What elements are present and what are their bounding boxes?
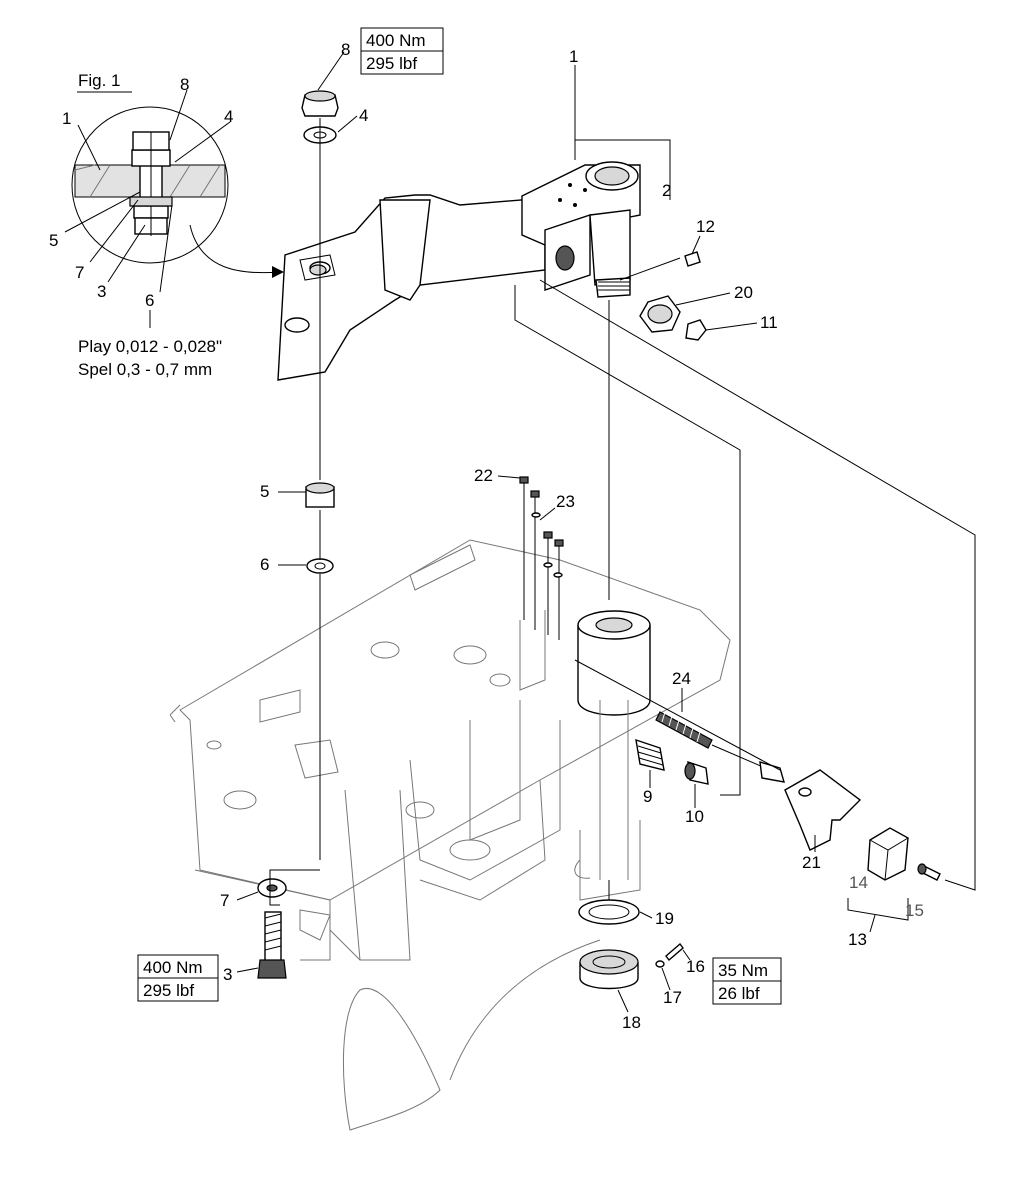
callout-13: 13	[848, 930, 867, 949]
torque-br-nm: 35 Nm	[718, 961, 768, 980]
callout-numbers: 8 4 1 5 7 3 6 8 4 1 2 12 20 11 5 6 22 23…	[49, 40, 924, 1032]
callout-detail-6: 6	[145, 291, 154, 310]
callout-12: 12	[696, 217, 715, 236]
callout-24: 24	[672, 669, 691, 688]
callout-14: 14	[849, 873, 868, 892]
fitting-parts	[639, 251, 707, 341]
callout-detail-8: 8	[180, 75, 189, 94]
clip-bracket	[784, 769, 862, 851]
callout-2: 2	[662, 181, 671, 200]
torque-bl-nm: 400 Nm	[143, 958, 203, 977]
spring-assembly	[635, 711, 785, 785]
callout-19: 19	[655, 909, 674, 928]
callout-6: 6	[260, 555, 269, 574]
sensor-block	[867, 827, 941, 881]
torque-spec-bottom-left: 400 Nm 295 lbf	[137, 954, 219, 1002]
callout-1: 1	[569, 47, 578, 66]
torque-bl-lbf: 295 lbf	[143, 981, 194, 1000]
pivot-bracket-assembly	[277, 161, 641, 381]
callout-20: 20	[734, 283, 753, 302]
callout-4: 4	[359, 106, 368, 125]
detail-view-fig1	[71, 106, 229, 264]
callout-15: 15	[905, 901, 924, 920]
play-imperial: Play 0,012 - 0,028"	[78, 337, 222, 356]
callout-16: 16	[686, 957, 705, 976]
callout-10: 10	[685, 807, 704, 826]
callout-detail-7: 7	[75, 263, 84, 282]
pivot-column	[577, 610, 651, 880]
torque-top-nm: 400 Nm	[366, 31, 426, 50]
figure-text: Fig. 1 Play 0,012 - 0,028" Spel 0,3 - 0,…	[78, 71, 222, 379]
callout-22: 22	[474, 466, 493, 485]
callout-8: 8	[341, 40, 350, 59]
torque-spec-bottom-right: 35 Nm 26 lbf	[712, 957, 782, 1005]
callout-7: 7	[220, 891, 229, 910]
callout-detail-5: 5	[49, 231, 58, 250]
play-metric: Spel 0,3 - 0,7 mm	[78, 360, 212, 379]
callout-18: 18	[622, 1013, 641, 1032]
torque-spec-top: 400 Nm 295 lbf	[360, 27, 444, 75]
torque-top-lbf: 295 lbf	[366, 54, 417, 73]
callout-21: 21	[802, 853, 821, 872]
callout-detail-1: 1	[62, 109, 71, 128]
callout-9: 9	[643, 787, 652, 806]
machine-frame	[169, 539, 731, 1131]
lower-bearing-parts	[578, 899, 684, 990]
callout-3: 3	[223, 965, 232, 984]
callout-17: 17	[663, 988, 682, 1007]
fig-label: Fig. 1	[78, 71, 121, 90]
lower-pin-parts	[257, 482, 335, 979]
torque-br-lbf: 26 lbf	[718, 984, 760, 1003]
mount-bolts	[519, 476, 564, 640]
callout-11: 11	[760, 313, 778, 332]
callout-5: 5	[260, 482, 269, 501]
leader-lines	[64, 51, 976, 1013]
callout-detail-4: 4	[224, 107, 233, 126]
callout-23: 23	[556, 492, 575, 511]
callout-detail-3: 3	[97, 282, 106, 301]
